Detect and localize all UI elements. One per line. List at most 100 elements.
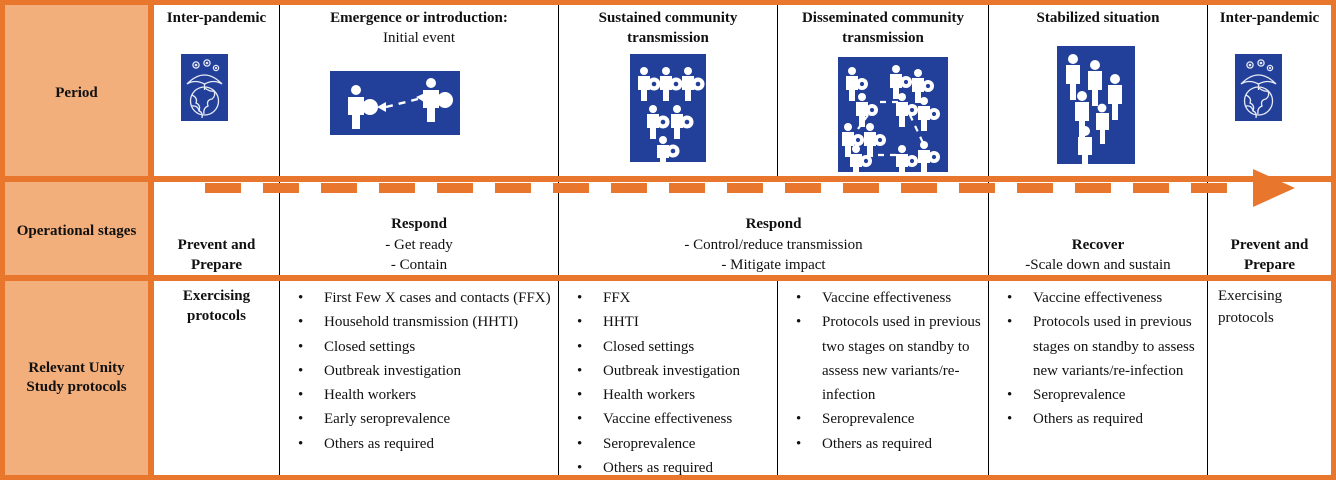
list-item-label: Seroprevalence [1033,387,1126,404]
bullet-icon: • [796,314,802,331]
list-item: •First Few X cases and contacts (FFX) [290,286,554,310]
list-item-label: Health workers [603,387,696,404]
bullet-icon: • [1007,290,1013,306]
column-divider-2 [558,5,559,182]
period-title-4: Disseminated community transmission [778,9,988,48]
row-separator-2 [5,275,1331,281]
column-divider-5b [1207,182,1208,281]
protocols-cell-3: •FFX•HHTI•Closed settings•Outbreak inves… [559,281,777,476]
protocols-text-6: Exercising protocols [1218,288,1283,326]
six-infected-people-icon [630,54,706,162]
operational-title-1: Prevent and Prepare [177,236,256,273]
column-divider-2b [558,182,559,281]
protocols-cell-4: •Vaccine effectiveness•Protocols used in… [778,281,988,475]
operational-cell-respond-getready: Respond - Get ready - Contain [280,182,558,281]
list-item-label: First Few X cases and contacts (FFX) [324,290,551,306]
column-divider-4 [988,5,989,182]
row-header-period: Period [5,5,148,182]
umbrella-globe-virus-icon [1235,54,1282,121]
protocols-list-2: •First Few X cases and contacts (FFX)•Ho… [280,286,558,456]
list-item-label: Vaccine effectiveness [603,411,733,428]
period-title-6: Inter-pandemic [1208,9,1331,29]
bullet-icon: • [298,387,304,404]
bullet-icon: • [577,460,583,477]
column-divider-1b [279,182,280,281]
list-item-label: Seroprevalence [822,411,915,428]
list-item: • Closed settings [290,335,554,359]
bullet-icon: • [298,362,304,379]
column-divider-4b [988,182,989,281]
list-item: • Protocols used in previous two stages o… [788,310,984,407]
list-item-label: Closed settings [324,338,416,355]
two-people-transmission-icon [330,71,460,135]
period-title-2-bold: Emergence or introduction: [330,10,508,26]
operational-sub-3a: - Control/reduce transmission [684,236,863,253]
period-cell-emergence: Emergence or introduction: Initial event [280,5,558,182]
list-item: • Outbreak investigation [569,359,773,383]
operational-title-2: Respond [391,216,447,233]
list-item: • Household transmission (HHTI) [290,310,554,334]
operational-text-4: Recover -Scale down and sustain [989,235,1207,276]
bullet-icon: • [577,411,583,428]
bullet-icon: • [298,314,304,331]
list-item-label: HHTI [603,314,639,331]
period-cell-sustained: Sustained community transmission [559,5,777,182]
umbrella-globe-virus-icon [181,54,228,121]
row-header-protocols-label: Relevant Unity Study protocols [26,360,127,395]
list-item: •Early seroprevalence [290,407,554,431]
bullet-icon: • [796,290,802,306]
list-item-label: Vaccine effectiveness [1033,290,1163,306]
network-infected-people-icon [838,57,948,172]
bullet-icon: • [298,435,304,452]
operational-cell-respond-control: Respond - Control/reduce transmission - … [559,182,988,281]
row-header-operational-label: Operational stages [16,223,137,240]
operational-title-4: Recover [1071,236,1125,253]
row-header-operational: Operational stages [5,182,148,281]
operational-sub-4a: -Scale down and sustain [1025,256,1171,273]
operational-cell-prevent-prepare-start: Prevent and Prepare [154,182,279,281]
list-item-label: Closed settings [603,338,695,355]
bullet-icon: • [577,435,583,452]
list-item-label: Health workers [324,387,417,404]
list-item: •Others as required [788,432,984,456]
period-cell-stabilized: Stabilized situation [989,5,1207,182]
list-item-label: FFX [603,290,631,306]
column-divider-3c [777,281,778,475]
list-item-label: Outbreak investigation [603,362,741,379]
period-cell-interpandemic-start: Inter-pandemic [154,5,279,182]
list-item: •Closed settings [569,335,773,359]
bullet-icon: • [796,411,802,428]
column-divider-2c [558,281,559,475]
list-item: • Vaccine effectiveness [999,286,1203,310]
list-item-label: Others as required [603,460,713,477]
column-divider-1c [279,281,280,475]
operational-text-5: Prevent and Prepare [1208,235,1331,276]
period-title-6-text: Inter-pandemic [1219,10,1320,26]
column-divider-3 [777,5,778,182]
bullet-icon: • [298,338,304,355]
period-title-3: Sustained community transmission [559,9,777,48]
operational-cell-prevent-prepare-end: Prevent and Prepare [1208,182,1331,281]
operational-cell-recover: Recover -Scale down and sustain [989,182,1207,281]
operational-sub-3b: - Mitigate impact [721,256,826,273]
protocols-cell-5: • Vaccine effectiveness • Protocols used in… [989,281,1207,475]
bullet-icon: • [577,362,583,379]
period-title-4-text: Disseminated community transmission [801,10,965,46]
protocols-list-3: •FFX•HHTI•Closed settings•Outbreak inves… [559,286,777,480]
row-period: Period Inter-pandemic [5,5,1331,182]
list-item: •FFX [569,286,773,310]
bullet-icon: • [796,435,802,452]
list-item-label: Protocols used in previous two stages on… [822,314,981,404]
list-item: •HHTI [569,310,773,334]
operational-title-5: Prevent and Prepare [1230,236,1309,273]
list-item: •Seroprevalence [569,432,773,456]
protocols-cell-1: Exercising protocols [154,281,279,475]
list-item: • Others as required [290,432,554,456]
list-item-label: Protocols used in previous stages on sta… [1033,314,1195,379]
bullet-icon: • [1007,411,1013,428]
list-item-label: Household transmission (HHTI) [324,314,519,331]
protocols-list-4: •Vaccine effectiveness•Protocols used in… [778,286,988,456]
list-item: • Seroprevalence [788,407,984,431]
list-item-label: Others as required [324,435,434,452]
header-divider-protocols [148,281,154,475]
